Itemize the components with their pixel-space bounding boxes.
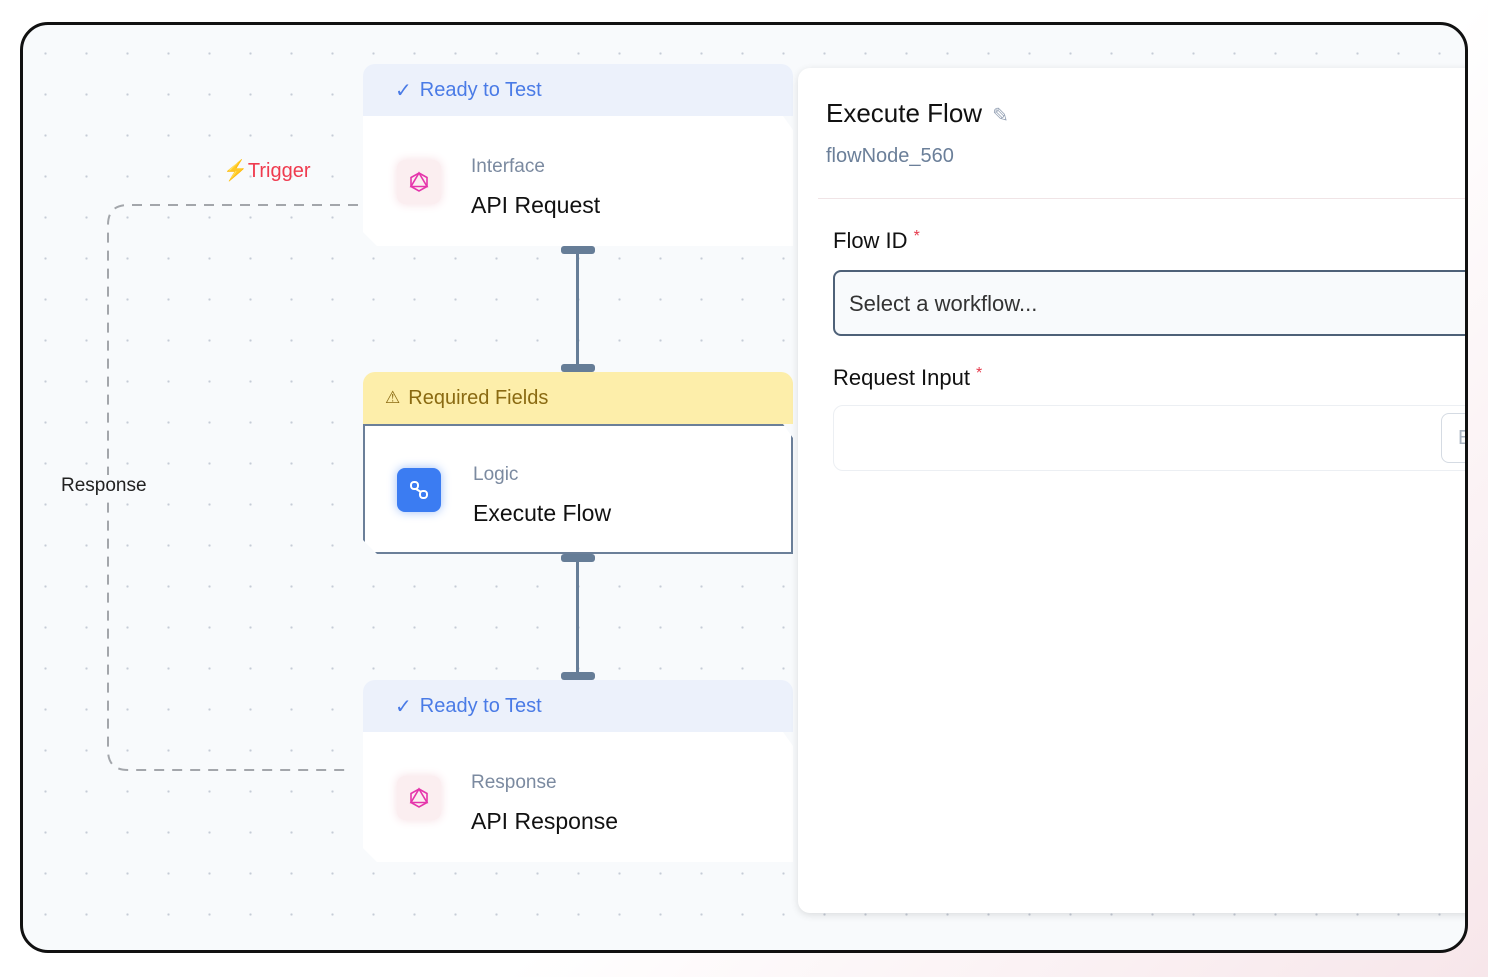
node-settings-panel: Execute Flow✎ flowNode_560 Flow ID* Sele… [798, 68, 1465, 913]
flow-icon [397, 468, 441, 512]
node-status: ⚠Required Fields [363, 372, 793, 424]
node-execute-flow[interactable]: ⚠Required Fields Logic Execute Flow [363, 372, 793, 554]
node-title: Execute Flow [473, 500, 612, 526]
graphql-icon [397, 776, 441, 820]
node-handle[interactable] [561, 246, 595, 254]
node-handle[interactable] [561, 672, 595, 680]
request-input-button[interactable]: E [1441, 413, 1465, 463]
bolt-icon: ⚡ [223, 160, 248, 182]
node-status: ✓Ready to Test [363, 680, 793, 732]
check-icon: ✓ [395, 79, 412, 102]
node-title: API Response [471, 808, 619, 834]
divider [818, 198, 1465, 199]
flow-id-select[interactable]: Select a workflow... [833, 270, 1465, 336]
node-category: Interface [471, 156, 545, 177]
node-title: API Request [471, 192, 601, 218]
flow-id-label: Flow ID* [833, 228, 920, 253]
edge-line [576, 558, 579, 678]
warning-icon: ⚠ [385, 388, 401, 407]
check-icon: ✓ [395, 695, 412, 718]
edge-line [576, 250, 579, 370]
node-handle[interactable] [561, 554, 595, 562]
node-id: flowNode_560 [826, 145, 954, 167]
node-status: ✓Ready to Test [363, 64, 793, 116]
trigger-label: ⚡Trigger [223, 160, 311, 182]
node-category: Response [471, 772, 557, 793]
response-edge-label: Response [61, 475, 147, 497]
request-input-field[interactable] [833, 405, 1465, 471]
node-api-response[interactable]: ✓Ready to Test Response API Response [363, 680, 793, 862]
node-category: Logic [473, 464, 519, 485]
node-api-request[interactable]: ✓Ready to Test Interface API Request [363, 64, 793, 246]
request-input-label: Request Input* [833, 365, 983, 390]
graphql-icon [397, 160, 441, 204]
node-handle[interactable] [561, 364, 595, 372]
panel-title[interactable]: Execute Flow✎ [826, 98, 1009, 128]
edit-pencil-icon[interactable]: ✎ [992, 105, 1009, 127]
flow-canvas[interactable]: ⚡Trigger Response ✓Ready to Test Interfa… [20, 22, 1468, 953]
